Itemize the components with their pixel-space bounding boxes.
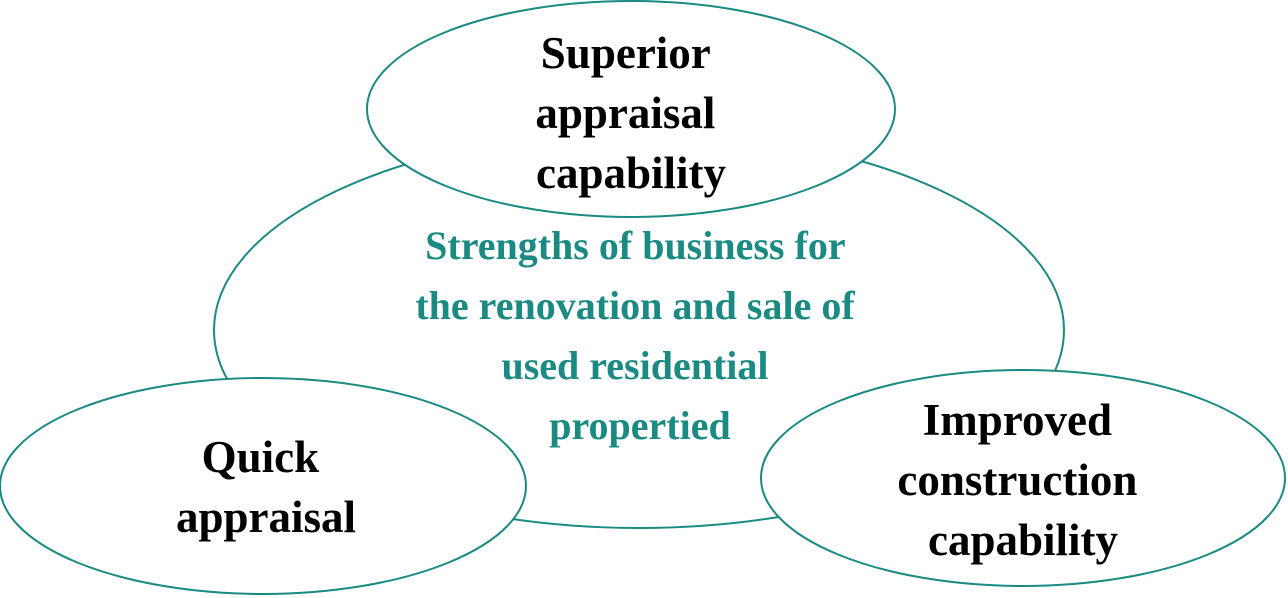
top-label: Superior appraisal capability xyxy=(535,28,726,198)
left-label-line: Quick xyxy=(202,432,320,482)
top-node: Superior appraisal capability xyxy=(366,0,896,218)
center-label-line: the renovation and sale of xyxy=(415,283,855,328)
top-ellipse xyxy=(366,0,896,218)
top-label-line: Superior xyxy=(541,28,710,78)
left-label: Quick appraisal xyxy=(176,432,356,542)
right-ellipse xyxy=(760,369,1286,587)
right-label: Improved construction capability xyxy=(897,395,1148,565)
left-ellipse xyxy=(0,377,527,595)
right-node: Improved construction capability xyxy=(760,369,1286,587)
center-label-line: used residential xyxy=(501,343,768,388)
right-label-line: construction xyxy=(897,455,1137,505)
center-label-line: Strengths of business for xyxy=(425,223,845,268)
right-label-line: capability xyxy=(928,515,1119,565)
left-node: Quick appraisal xyxy=(0,377,527,595)
top-label-line: appraisal xyxy=(535,88,715,138)
right-label-line: Improved xyxy=(923,395,1112,445)
center-label-line: propertied xyxy=(549,403,730,448)
left-label-line: appraisal xyxy=(176,492,356,542)
top-label-line: capability xyxy=(536,148,727,198)
center-label: Strengths of business for the renovation… xyxy=(415,223,864,448)
